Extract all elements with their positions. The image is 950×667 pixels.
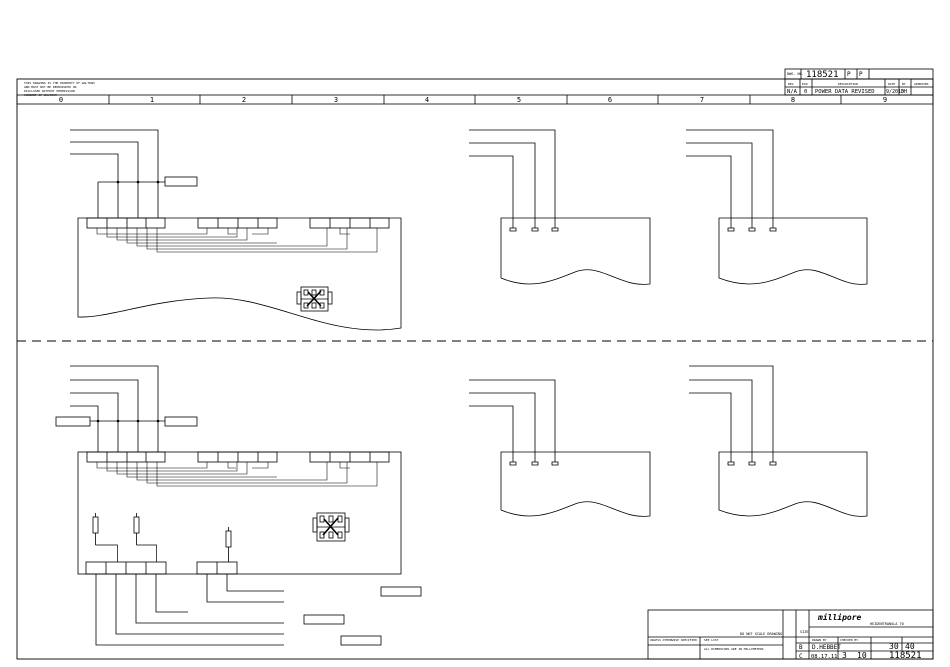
sheet-number: 3 (842, 651, 847, 660)
date-value: 08.17.11 (811, 654, 838, 660)
wire-label-box (55, 416, 91, 427)
drawing-border (16, 78, 934, 660)
by-value: DH (901, 89, 907, 95)
spec-note: UNLESS OTHERWISE SPECIFIED (650, 638, 697, 642)
tolerance-note: ALL DIMENSIONS ARE IN MILLIMETERS (704, 647, 764, 651)
drawn-by-label: DRAWN BY (812, 638, 827, 642)
zone-label: 5 (517, 96, 521, 104)
zone-label: 9 (883, 96, 887, 104)
drawing-no: 118521 (806, 70, 839, 80)
module-right-bottom (689, 365, 868, 517)
zone-label: 2 (242, 96, 246, 104)
drawn-by-value: D.HEBBET (812, 644, 841, 651)
title-block: SIZE millipore HEIDENTRANSLA 70 DO NOT S… (647, 609, 934, 661)
company-logo-text: millipore (817, 612, 862, 622)
by-label: BY (902, 82, 906, 86)
date-value: 9/2013 (886, 89, 904, 95)
page-number: 30 (889, 642, 899, 651)
module-left-top (70, 129, 402, 331)
ecn-value: 0 (804, 89, 807, 95)
zone-label: 7 (700, 96, 704, 104)
zone-label: 8 (791, 96, 795, 104)
terminal-block (86, 217, 390, 229)
connector-icon (296, 286, 333, 312)
sheet-count: 10 (857, 651, 867, 660)
ecn-label: ECN (802, 82, 808, 86)
size-label: SIZE (800, 630, 808, 634)
rev-value: C (799, 653, 803, 660)
zone-label: 0 (59, 96, 63, 104)
terminal-pins (727, 227, 777, 232)
zone-label: 1 (150, 96, 154, 104)
terminal-pins (509, 461, 559, 466)
zone-label: 3 (334, 96, 338, 104)
approved-label: APPROVED (914, 82, 929, 86)
sheet-flag: P (847, 71, 851, 78)
wire-label-box (164, 416, 198, 427)
module-middle-top (469, 129, 651, 285)
zone-label: 4 (425, 96, 429, 104)
module-left-bottom (55, 365, 422, 646)
ownership-notes: THIS DRAWING IS THE PROPERTY OF WALTHAM … (24, 81, 95, 97)
description-label: DESCRIPTION (838, 82, 858, 86)
note-line: DISCLOSED WITHOUT PERMISSION (24, 89, 75, 93)
date-label: DATE (888, 82, 895, 86)
module-right-top (686, 129, 868, 285)
terminal-block (86, 451, 390, 463)
module-middle-bottom (469, 379, 651, 517)
fuse-icon (92, 513, 232, 562)
terminal-pins (509, 227, 559, 232)
revision-block: DWG. NO. 118521 P P REV ECN DESCRIPTION … (784, 68, 934, 96)
wire-label-box (380, 586, 422, 597)
zone-strip: 0 1 2 3 4 5 6 7 8 9 (16, 94, 934, 105)
drawing-no-label: DWG. NO. (787, 72, 804, 76)
total-sheets: 40 (905, 642, 915, 651)
title-drawing-no: 118521 (889, 651, 922, 661)
note-line: AND MUST NOT BE REPRODUCED OR (24, 85, 77, 89)
note-line: THIS DRAWING IS THE PROPERTY OF WALTHAM (24, 81, 95, 85)
checked-by-label: CHECKED BY (840, 638, 858, 642)
size-value: B (799, 644, 803, 651)
wire-label-box (164, 176, 198, 187)
scale-note: DO NOT SCALE DRAWING (740, 632, 782, 636)
wire-label-box (303, 614, 345, 625)
wire-label-box (340, 635, 382, 646)
terminal-block (85, 561, 238, 575)
rev-label: REV (788, 82, 794, 86)
drawing-title: HEIDENTRANSLA 70 (870, 622, 904, 626)
rev-value: N/A (787, 89, 798, 95)
material-value: SEE LIST (704, 638, 719, 642)
zone-label: 6 (608, 96, 612, 104)
sheet-flag: P (859, 71, 863, 78)
terminal-pins (727, 461, 777, 466)
description-value: POWER DATA REVISED (815, 89, 875, 95)
connector-icon (312, 512, 350, 542)
